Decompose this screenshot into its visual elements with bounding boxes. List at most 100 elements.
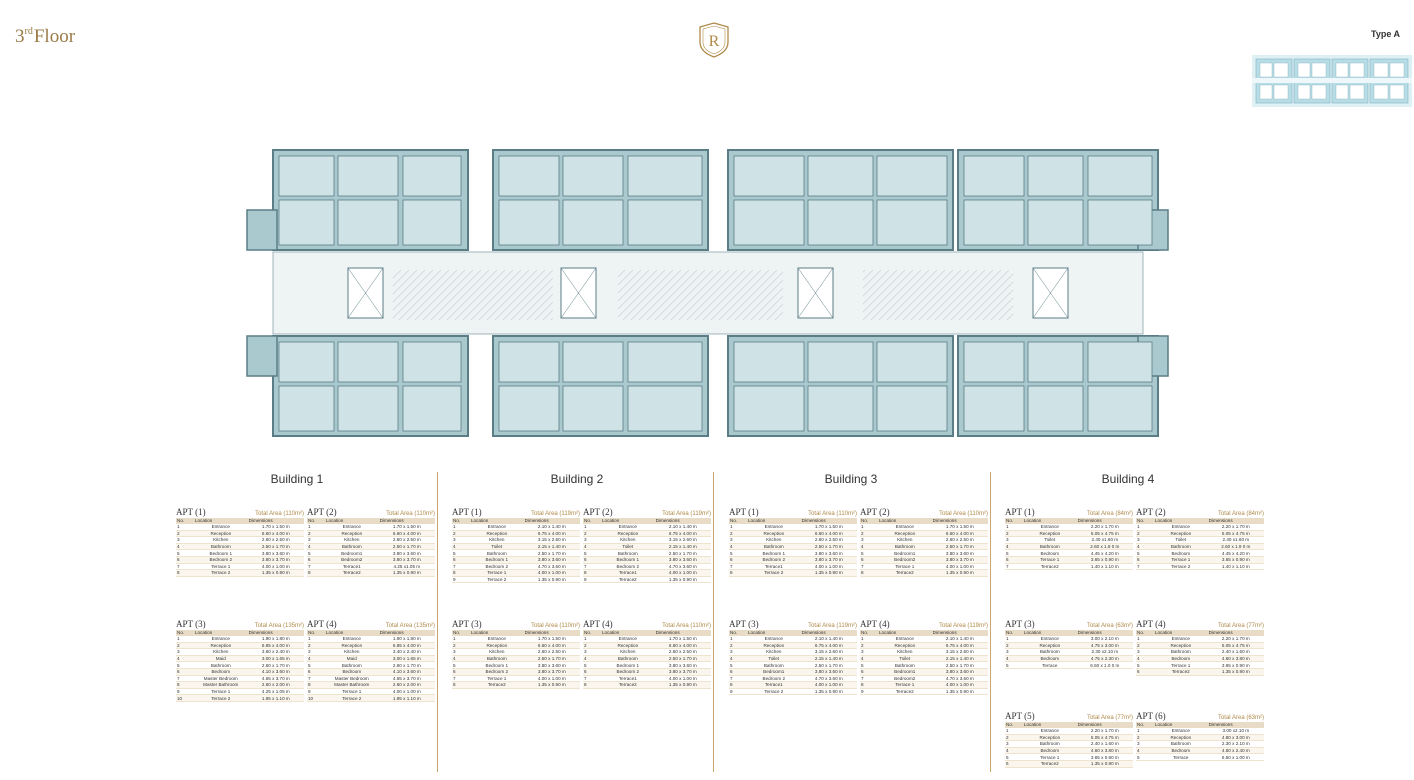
apartment-total-area: Total Area (135m²) bbox=[254, 623, 304, 629]
row-number: 7 bbox=[307, 563, 325, 571]
row-location: Terrace2 bbox=[600, 681, 655, 689]
row-number: 4 bbox=[452, 543, 470, 551]
row-dimensions: 3.80 x 3.60 m bbox=[931, 549, 988, 557]
table-row: 3 Kitchen 3.15 x 2.60 m bbox=[452, 536, 580, 544]
row-number: 1 bbox=[307, 524, 325, 531]
row-number: 6 bbox=[1136, 556, 1154, 564]
row-dimensions: 2.15 x 1.40 m bbox=[800, 655, 857, 663]
row-location: Maid bbox=[324, 655, 379, 663]
header-location: Location bbox=[600, 630, 655, 636]
row-dimensions: 3.65 x 0.90 m bbox=[1207, 556, 1264, 564]
table-row: 1 Entrance 2.10 x 1.40 m bbox=[729, 636, 857, 643]
row-dimensions: 2.60 x 1.70 m bbox=[247, 661, 304, 669]
row-number: 4 bbox=[176, 655, 194, 663]
row-location: Entrance bbox=[1022, 636, 1077, 643]
apartment-card: APT (2) Total Area (84m²) No. Location D… bbox=[1136, 506, 1264, 571]
row-number: 6 bbox=[583, 556, 601, 564]
table-header-row: No. Location Dimensions bbox=[1005, 722, 1133, 728]
row-number: 5 bbox=[1005, 753, 1023, 761]
row-number: 8 bbox=[176, 569, 194, 577]
table-row: 2 Reception 5.05 x 4.75 m bbox=[1136, 530, 1264, 538]
table-row: 4 Bedroom 4.75 x 2.30 m bbox=[1005, 655, 1133, 663]
row-dimensions: 1.70 x 1.50 m bbox=[654, 636, 711, 643]
apartment-name: APT (2) bbox=[307, 507, 337, 517]
table-row: 7 Bedroom 2 4.70 x 3.60 m bbox=[583, 563, 711, 571]
row-dimensions: 6.85 x 4.00 m bbox=[247, 642, 304, 650]
row-location: Terrace 2 bbox=[324, 694, 379, 702]
row-number: 7 bbox=[1136, 563, 1154, 571]
apartment-card: APT (6) Total Area (63m²) No. Location D… bbox=[1136, 710, 1264, 761]
table-row: 1 Entrance 2.20 x 1.70 m bbox=[1136, 636, 1264, 643]
row-number: 8 bbox=[860, 569, 878, 577]
row-dimensions: 2.50 x 1.70 m bbox=[654, 655, 711, 663]
row-number: 4 bbox=[729, 655, 747, 663]
table-row: 9 Terrace 2 1.35 x 0.90 m bbox=[729, 688, 857, 696]
row-dimensions: 3.15 x 2.60 m bbox=[654, 536, 711, 544]
row-location: Maid bbox=[193, 655, 248, 663]
table-row: 3 Bathroom 2.40 x 1.60 m bbox=[1005, 740, 1133, 748]
header-location: Location bbox=[877, 518, 932, 524]
row-dimensions: 3.80 x 3.70 m bbox=[654, 668, 711, 676]
row-dimensions: 4.00 x 1.00 m bbox=[378, 688, 435, 696]
row-number: 3 bbox=[583, 648, 601, 656]
apartment-card: APT (4) Total Area (135m²) No. Location … bbox=[307, 618, 435, 702]
row-location: Entrance bbox=[877, 524, 932, 531]
table-row: 5 Bedroom 1 3.80 x 3.60 m bbox=[583, 661, 711, 669]
row-number: 7 bbox=[307, 675, 325, 683]
row-dimensions: 4.80 x 2.40 m bbox=[1207, 747, 1264, 755]
row-dimensions: 6.60 x 4.00 m bbox=[654, 642, 711, 650]
header-dimensions: Dimensions bbox=[800, 518, 857, 524]
row-number: 6 bbox=[307, 556, 325, 564]
row-dimensions: 1.70 x 1.50 m bbox=[378, 524, 435, 531]
row-number: 4 bbox=[729, 543, 747, 551]
table-row: 8 Terrace2 1.35 x 0.90 m bbox=[583, 681, 711, 689]
header-location: Location bbox=[1153, 630, 1208, 636]
header-dimensions: Dimensions bbox=[1207, 518, 1264, 524]
apartment-total-area: Total Area (110m²) bbox=[939, 511, 988, 517]
brand-logo: R bbox=[699, 22, 729, 58]
row-dimensions: 2.60 x 2.50 m bbox=[247, 536, 304, 544]
table-row: 7 Bedroom2 4.70 x 3.60 m bbox=[860, 675, 988, 683]
row-dimensions: 2.20 x 1.70 m bbox=[1076, 728, 1133, 735]
row-location: Kitchen bbox=[324, 648, 379, 656]
apartment-name: APT (3) bbox=[452, 619, 482, 629]
row-dimensions: 1.70 x 1.50 m bbox=[247, 524, 304, 531]
table-row: 7 Terrace1 4.25 x1.05 m bbox=[307, 563, 435, 571]
row-number: 6 bbox=[1136, 668, 1154, 676]
row-dimensions: 1.35 x 0.90 m bbox=[931, 688, 988, 696]
row-dimensions: 3.00 x 1.65 m bbox=[378, 655, 435, 663]
row-location: Terrace 1 bbox=[469, 569, 524, 577]
row-location: Entrance bbox=[193, 524, 248, 531]
row-location: Bathroom bbox=[1153, 543, 1208, 551]
row-number: 2 bbox=[1136, 530, 1154, 538]
row-dimensions: 2.20 x 1.70 m bbox=[1207, 524, 1264, 531]
row-number: 5 bbox=[176, 661, 194, 669]
apartment-name: APT (3) bbox=[1005, 619, 1035, 629]
table-row: 3 Kitchen 2.60 x 2.50 m bbox=[307, 536, 435, 544]
row-number: 4 bbox=[860, 655, 878, 663]
apartment-header: APT (1) Total Area (110m²) bbox=[729, 506, 857, 517]
row-location: Bedroom 1 bbox=[746, 549, 801, 557]
header-dimensions: Dimensions bbox=[523, 518, 580, 524]
row-dimensions: 1.95 x 1.10 m bbox=[247, 694, 304, 702]
row-dimensions: 3.65 x 0.90 m bbox=[1076, 556, 1133, 564]
row-location: Terrace 2 bbox=[193, 694, 248, 702]
table-row: 4 Bathroom 2.60 x 1.9 0 m bbox=[1005, 543, 1133, 551]
row-location: Kitchen bbox=[469, 536, 524, 544]
table-row: 1 Entrance 1.70 x 1.50 m bbox=[729, 524, 857, 531]
row-dimensions: 2.30 x 2.10 m bbox=[1207, 740, 1264, 748]
row-dimensions: 3.80 x 3.60 m bbox=[523, 556, 580, 564]
row-location: Toilet bbox=[1022, 536, 1077, 544]
row-dimensions: 2.60 x 2.50 m bbox=[654, 648, 711, 656]
table-row: 4 Bathroom 2.50 x 1.70 m bbox=[583, 655, 711, 663]
dimensions-table: No. Location Dimensions 1 Entrance 2.10 … bbox=[860, 630, 988, 696]
key-plan-thumbnail bbox=[1252, 55, 1412, 107]
row-location: Entrance bbox=[324, 636, 379, 643]
row-number: 2 bbox=[176, 530, 194, 538]
column-divider bbox=[713, 472, 714, 772]
table-row: 3 Bathroom 2.30 x 2.10 m bbox=[1136, 740, 1264, 748]
row-number: 7 bbox=[729, 563, 747, 571]
header-no: No. bbox=[1136, 722, 1154, 728]
row-location: Kitchen bbox=[746, 648, 801, 656]
apartment-card: APT (2) Total Area (110m²) No. Location … bbox=[307, 506, 435, 577]
